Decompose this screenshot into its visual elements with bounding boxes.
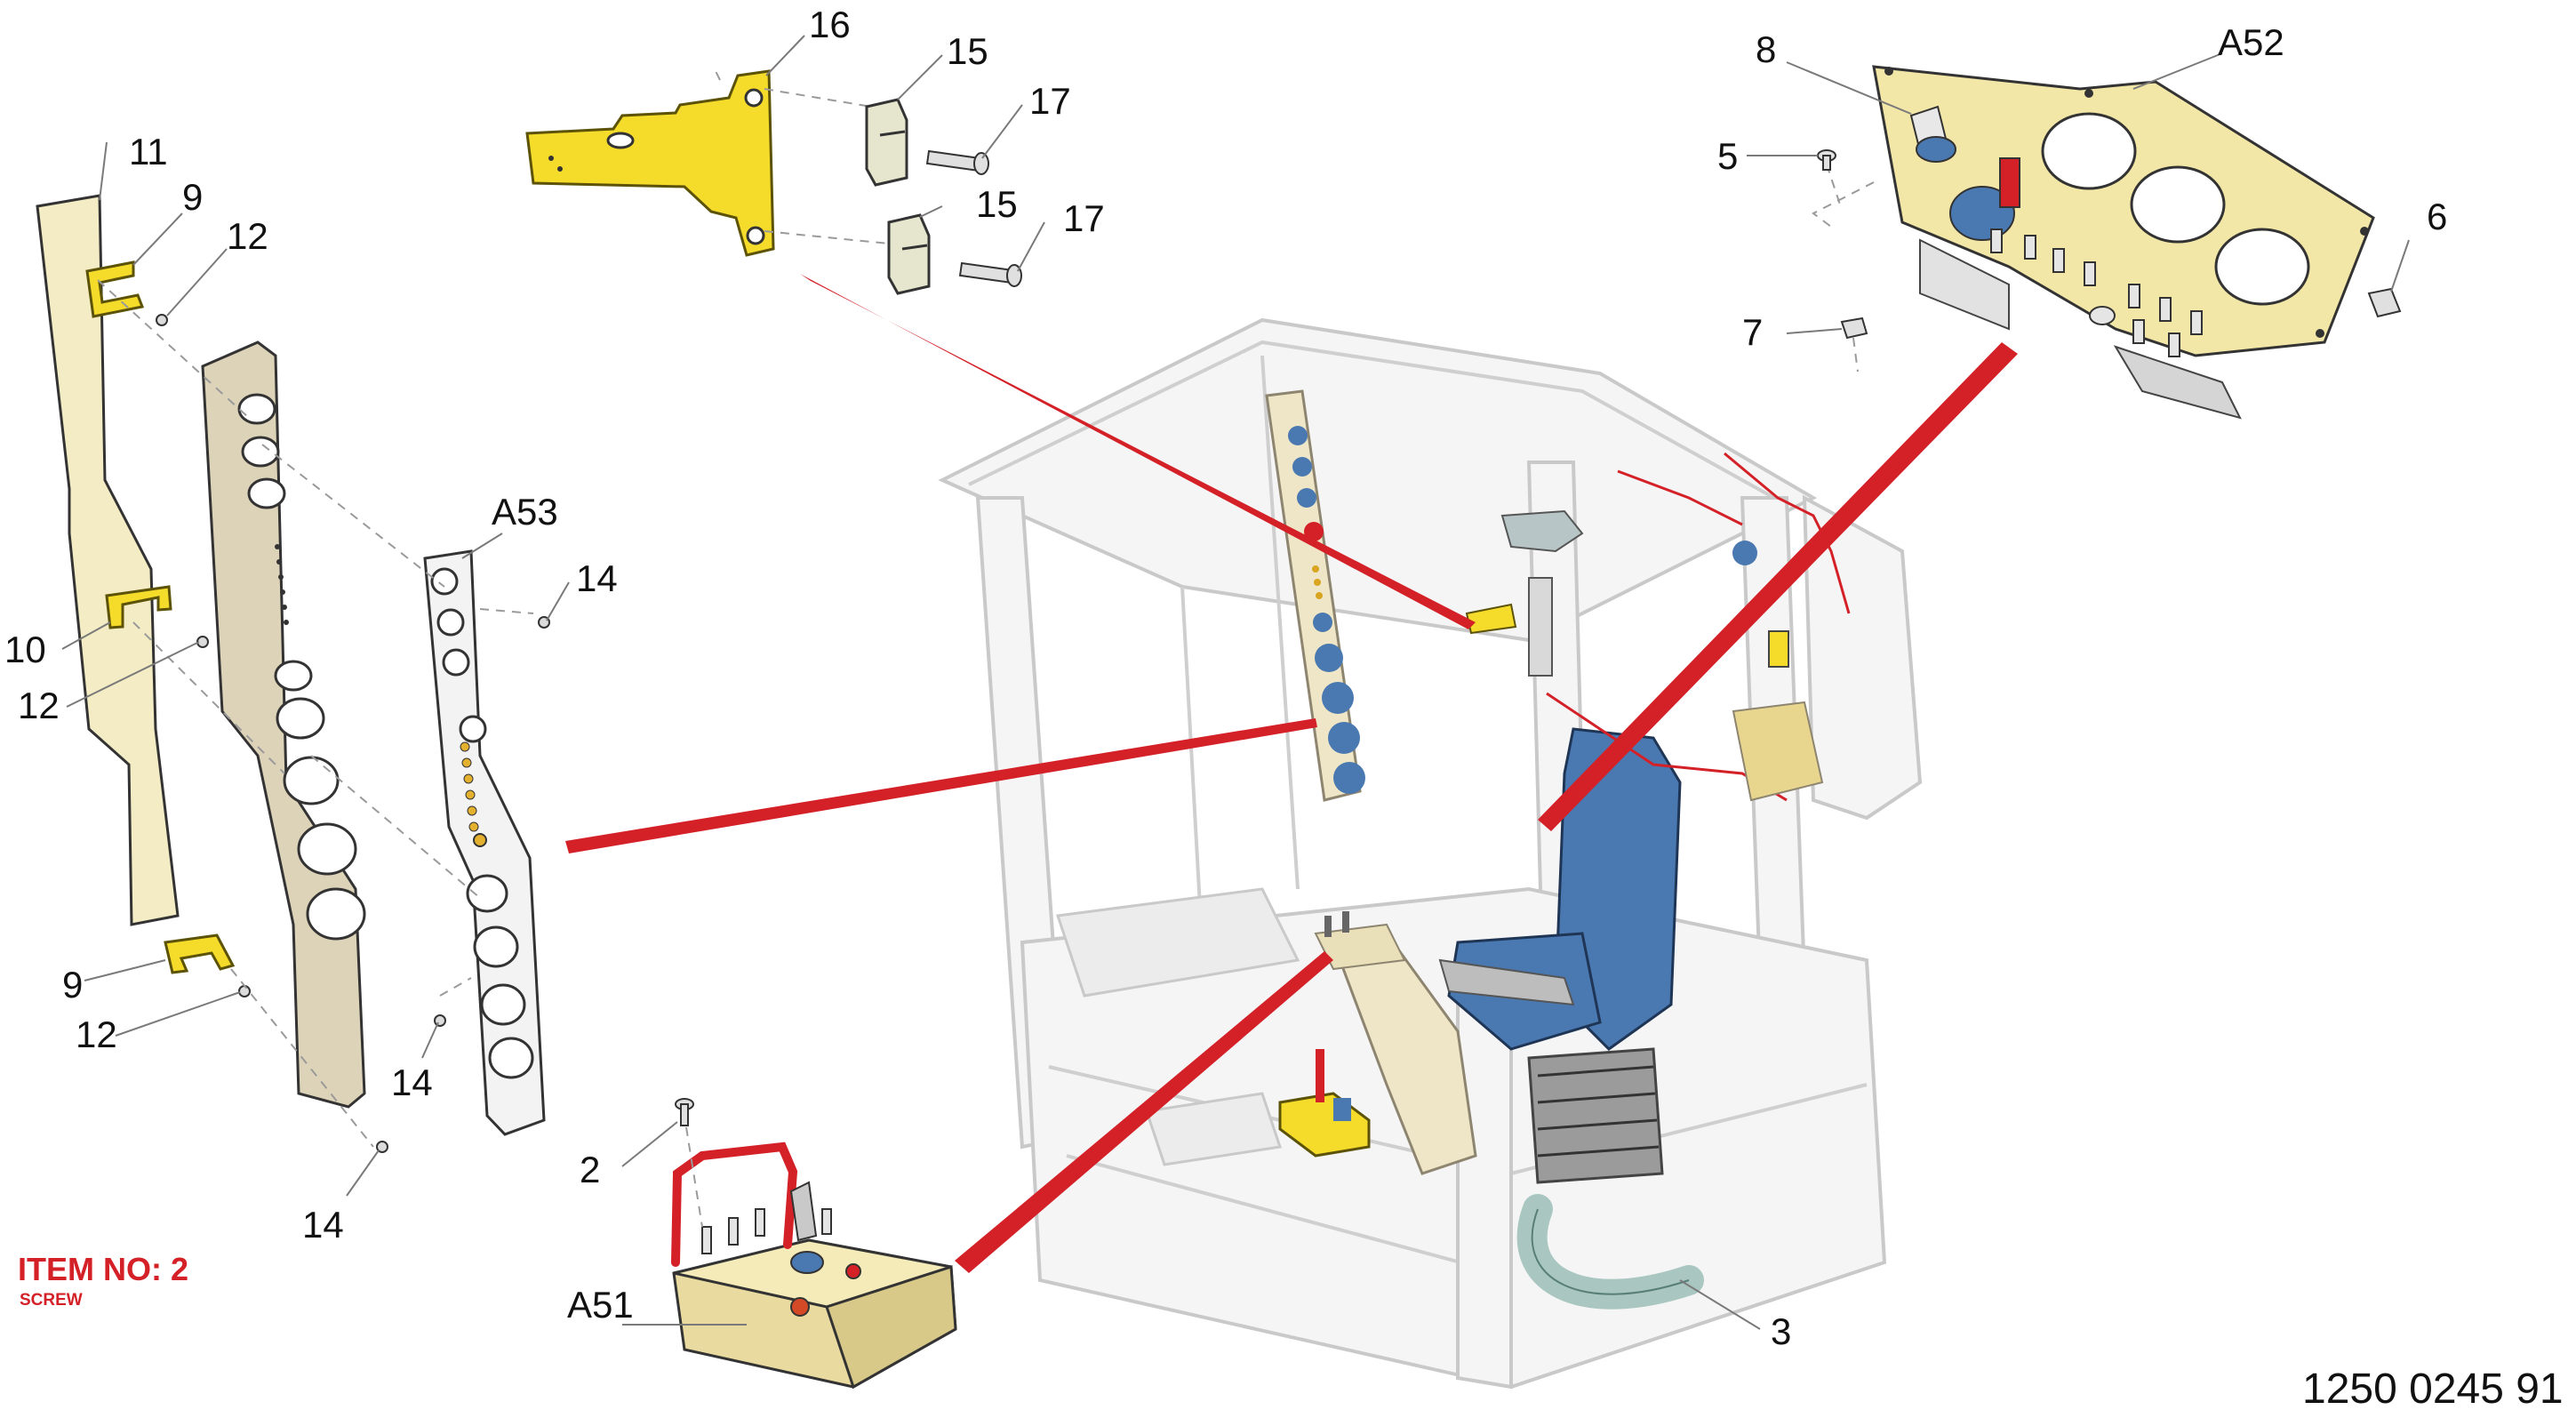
cover-11	[36, 194, 180, 926]
bracket-9-upper	[85, 260, 145, 318]
screws-12	[156, 314, 251, 997]
screw-2	[675, 1098, 694, 1126]
callout-3: 3	[1771, 1310, 1791, 1352]
callout-14-middle: 14	[391, 1061, 433, 1103]
callout-11: 11	[129, 131, 168, 172]
callout-9-upper: 9	[182, 176, 203, 218]
item-note-subtitle: SCREW	[20, 1291, 83, 1310]
callout-12-upper: 12	[227, 215, 268, 257]
document-number: 1250 0245 91	[2302, 1366, 2564, 1413]
callout-16: 16	[809, 4, 851, 45]
assembly-pointer-lines	[565, 274, 2018, 1273]
callout-17-lower: 17	[1063, 197, 1105, 239]
control-box-a51	[671, 1142, 957, 1390]
callout-2: 2	[580, 1149, 600, 1190]
bracket-16	[525, 69, 775, 257]
operator-cab-illustration	[938, 317, 1923, 1390]
callout-10: 10	[4, 629, 46, 670]
pedal-box	[1278, 1049, 1371, 1158]
pillar-cover	[201, 340, 366, 1109]
callout-15-lower: 15	[976, 183, 1018, 225]
callout-9-lower: 9	[62, 964, 83, 1005]
nut-7	[1840, 316, 1868, 340]
callout-8: 8	[1756, 28, 1776, 70]
callout-15-upper: 15	[947, 30, 988, 72]
callout-17-upper: 17	[1029, 80, 1071, 122]
screw-17-upper	[925, 149, 989, 175]
bracket-9-lower	[164, 933, 236, 974]
screw-5	[1817, 149, 1836, 171]
callout-14-upper: 14	[576, 557, 618, 599]
item-note-title: ITEM NO: 2	[18, 1251, 188, 1287]
callout-A51: A51	[567, 1284, 634, 1326]
callout-12-lower: 12	[76, 1013, 117, 1055]
bracket-10	[105, 585, 172, 629]
leader-lines	[61, 35, 2410, 1330]
clip-6	[2367, 287, 2402, 318]
block-15-lower	[887, 213, 931, 295]
callout-12-middle: 12	[18, 685, 60, 726]
right-console	[1314, 911, 1477, 1175]
callout-A52: A52	[2218, 21, 2284, 63]
callout-14-lower: 14	[302, 1204, 344, 1246]
block-15-upper	[865, 98, 908, 187]
callout-6: 6	[2427, 196, 2447, 237]
callout-7: 7	[1742, 311, 1763, 353]
callout-A53: A53	[492, 491, 558, 533]
installed-mid-panel	[1500, 509, 1584, 677]
wiring-harness	[1546, 452, 1851, 802]
installed-pillar-panel	[1265, 389, 1365, 802]
callout-5: 5	[1717, 135, 1738, 177]
dash-panel-a52	[1872, 65, 2375, 420]
screw-17-lower	[958, 261, 1022, 287]
gauge-panel-a53	[423, 549, 546, 1136]
